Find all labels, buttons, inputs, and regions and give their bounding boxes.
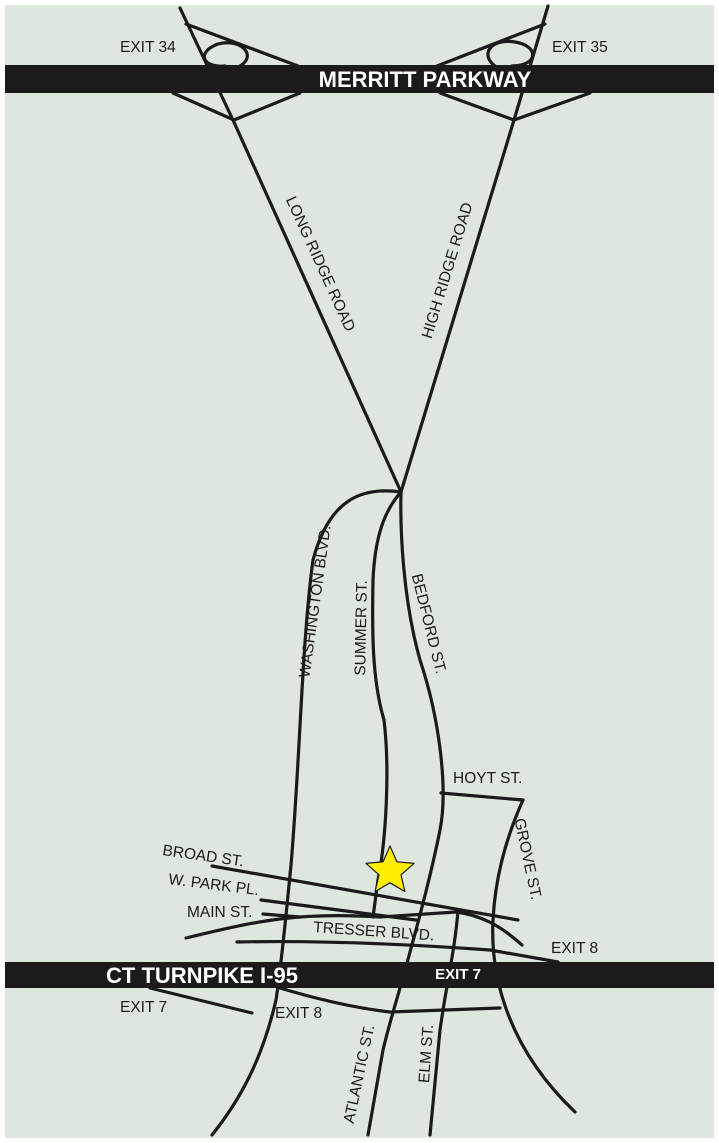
grove-st bbox=[491, 798, 577, 1114]
merritt-parkway bbox=[5, 65, 714, 93]
main-st-label: MAIN ST. bbox=[187, 904, 252, 921]
high-ridge-road bbox=[399, 118, 516, 494]
broad-st bbox=[210, 864, 520, 922]
merritt-parkway-label: MERRITT PARKWAY bbox=[319, 67, 532, 92]
exit-8-ramp bbox=[235, 939, 560, 964]
hoyt-st-label: HOYT ST. bbox=[453, 770, 522, 787]
summer-st bbox=[371, 490, 403, 919]
star-icon bbox=[365, 845, 415, 893]
exit-34-label: EXIT 34 bbox=[120, 39, 176, 56]
ct-turnpike-i95 bbox=[5, 962, 714, 988]
exit-7-highway-label: EXIT 7 bbox=[435, 966, 481, 983]
elm-st-label: ELM ST. bbox=[416, 1024, 437, 1084]
exit-7-ramp bbox=[148, 986, 254, 1015]
exit-35-label: EXIT 35 bbox=[552, 39, 608, 56]
tresser-blvd bbox=[184, 910, 524, 947]
hoyt-st bbox=[439, 791, 525, 802]
long-ridge-road bbox=[231, 118, 403, 494]
bedford-st bbox=[399, 490, 445, 954]
ct-turnpike-i95-label: CT TURNPIKE I-95 bbox=[106, 963, 298, 988]
exit-8-south-ramp bbox=[278, 986, 502, 1014]
summer-st-label: SUMMER ST. bbox=[352, 580, 371, 676]
washington-blvd bbox=[210, 489, 403, 1137]
exit-8-east-label: EXIT 8 bbox=[551, 940, 598, 957]
exit-7-west-label: EXIT 7 bbox=[120, 999, 167, 1016]
exit-8-south-label: EXIT 8 bbox=[275, 1005, 322, 1022]
map-land bbox=[5, 5, 714, 1138]
